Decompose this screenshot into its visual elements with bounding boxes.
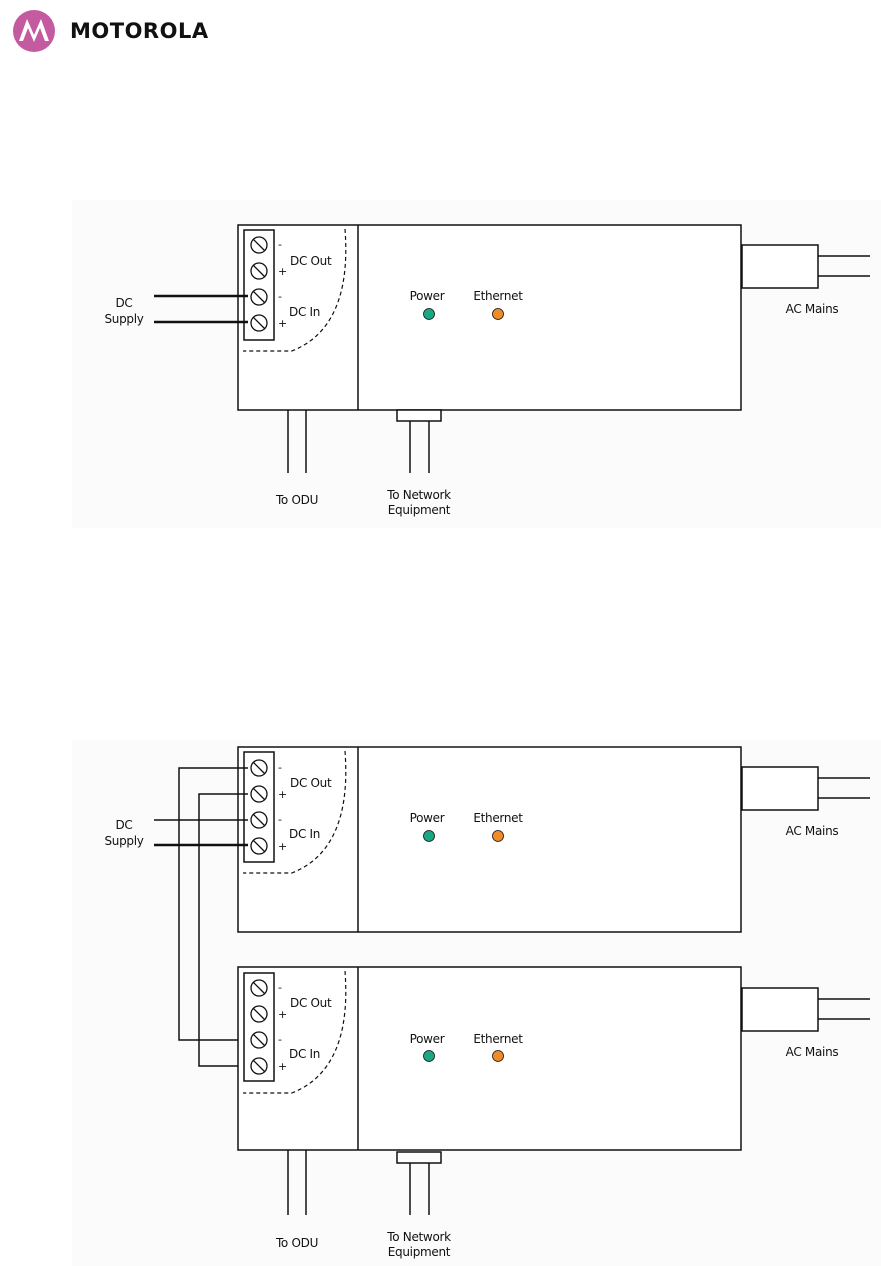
dc-in-label: DC In xyxy=(289,1047,320,1061)
terminal-sign: + xyxy=(278,1008,287,1021)
terminal-sign: + xyxy=(278,840,287,853)
to-odu-label: To ODU xyxy=(275,1236,318,1250)
ethernet-label: Ethernet xyxy=(473,811,523,825)
diagram-single-psu: - + - + DC Out DC In DC Supply Power Eth… xyxy=(0,200,881,530)
power-label: Power xyxy=(410,811,445,825)
ac-plug xyxy=(742,245,818,288)
dc-in-label: DC In xyxy=(289,305,320,319)
terminal-screw xyxy=(251,237,267,253)
ethernet-led xyxy=(493,1051,504,1062)
terminal-screw xyxy=(251,263,267,279)
dc-in-label: DC In xyxy=(289,827,320,841)
ac-mains-label: AC Mains xyxy=(786,824,839,838)
ethernet-label: Ethernet xyxy=(473,1032,523,1046)
terminal-sign: - xyxy=(278,290,282,303)
terminal-screw xyxy=(251,1058,267,1074)
dc-supply-label: DC xyxy=(115,818,132,832)
dc-supply-label: Supply xyxy=(104,834,143,848)
terminal-screw xyxy=(251,812,267,828)
ac-plug xyxy=(742,767,818,810)
terminal-screw xyxy=(251,980,267,996)
power-led xyxy=(424,831,435,842)
terminal-sign: - xyxy=(278,813,282,826)
terminal-sign: + xyxy=(278,265,287,278)
ethernet-led xyxy=(493,309,504,320)
ethernet-led xyxy=(493,831,504,842)
terminal-screw xyxy=(251,1006,267,1022)
terminal-sign: + xyxy=(278,788,287,801)
terminal-sign: - xyxy=(278,1033,282,1046)
terminal-sign: - xyxy=(278,981,282,994)
to-network-label: Equipment xyxy=(388,503,451,517)
dc-out-label: DC Out xyxy=(290,776,332,790)
ac-mains-label: AC Mains xyxy=(786,1045,839,1059)
power-label: Power xyxy=(410,1032,445,1046)
power-led xyxy=(424,1051,435,1062)
power-led xyxy=(424,309,435,320)
dc-out-label: DC Out xyxy=(290,254,332,268)
terminal-sign: + xyxy=(278,1060,287,1073)
ac-plug xyxy=(742,988,818,1031)
dc-supply-label: Supply xyxy=(104,312,143,326)
terminal-screw xyxy=(251,760,267,776)
terminal-sign: - xyxy=(278,761,282,774)
terminal-sign: - xyxy=(278,238,282,251)
ac-mains-label: AC Mains xyxy=(786,302,839,316)
brand-name: MOTOROLA xyxy=(70,19,209,43)
terminal-screw xyxy=(251,1032,267,1048)
power-label: Power xyxy=(410,289,445,303)
terminal-screw xyxy=(251,786,267,802)
dc-supply-label: DC xyxy=(115,296,132,310)
to-network-label: To Network xyxy=(386,1230,451,1244)
terminal-screw xyxy=(251,315,267,331)
terminal-screw xyxy=(251,838,267,854)
motorola-batwing-logo-icon xyxy=(12,9,56,53)
ethernet-label: Ethernet xyxy=(473,289,523,303)
ethernet-connector xyxy=(397,410,441,421)
terminal-sign: + xyxy=(278,317,287,330)
dc-out-label: DC Out xyxy=(290,996,332,1010)
to-odu-label: To ODU xyxy=(275,493,318,507)
to-network-label: Equipment xyxy=(388,1245,451,1259)
diagram-chained-psus: - + - + DC Out DC In Power Ethernet AC M… xyxy=(0,740,881,1266)
motorola-logo: MOTOROLA xyxy=(12,8,209,54)
terminal-screw xyxy=(251,289,267,305)
to-network-label: To Network xyxy=(386,488,451,502)
ethernet-connector xyxy=(397,1152,441,1163)
